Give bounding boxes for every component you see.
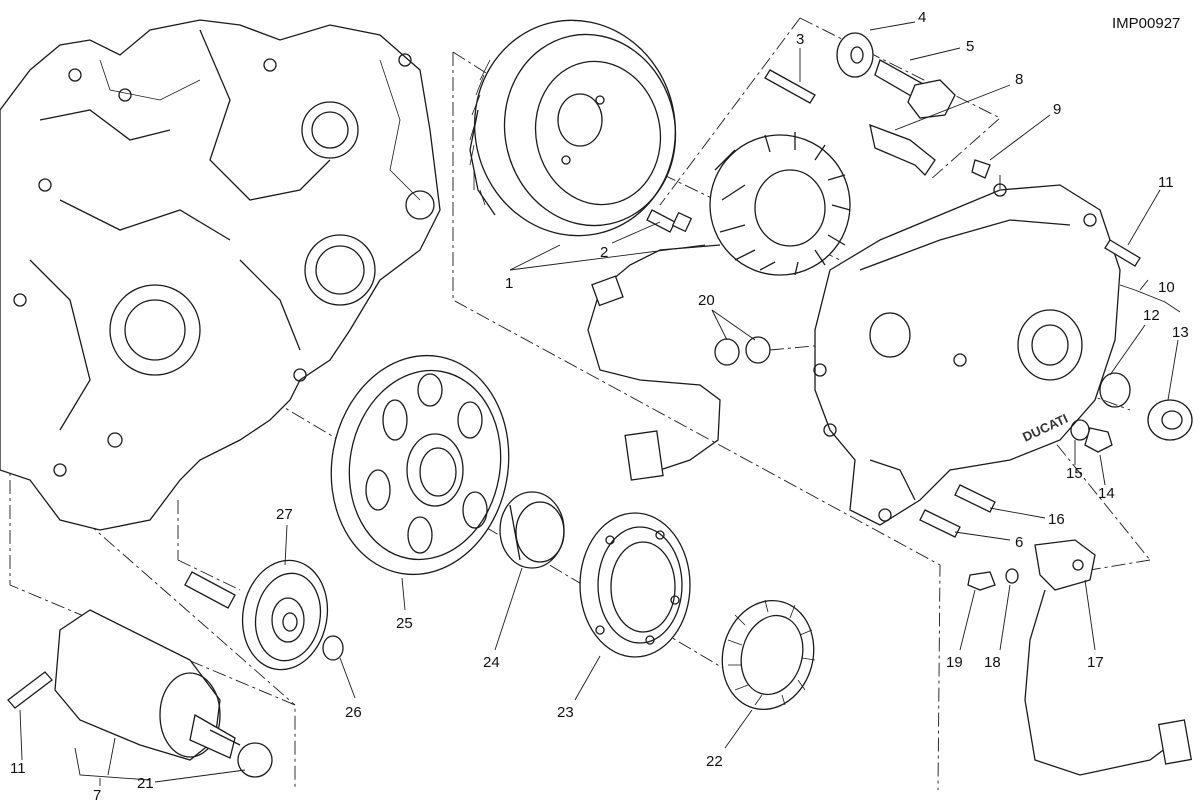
starter-gear-25 bbox=[330, 354, 510, 576]
callout-5: 5 bbox=[966, 38, 974, 55]
callout-26: 26 bbox=[345, 704, 362, 721]
callout-19: 19 bbox=[946, 654, 963, 671]
flywheel-rotor bbox=[469, 19, 677, 237]
pickup-sensor bbox=[967, 539, 1193, 776]
callout-25: 25 bbox=[396, 615, 413, 632]
callout-15: 15 bbox=[1066, 465, 1083, 482]
generator-cover: DUCATI bbox=[813, 183, 1121, 526]
clutch-housing-23 bbox=[579, 512, 691, 658]
callout-labels: 1 2 3 4 5 6 7 8 9 10 11 11 12 13 14 15 1… bbox=[10, 9, 1189, 804]
stator bbox=[709, 69, 851, 276]
o-rings bbox=[714, 336, 771, 366]
callout-22: 22 bbox=[706, 753, 723, 770]
small-hardware-top bbox=[836, 32, 991, 179]
callout-12: 12 bbox=[1143, 307, 1160, 324]
sprag-clutch-22 bbox=[721, 599, 816, 711]
starter-motor-7 bbox=[7, 609, 273, 778]
callout-6: 6 bbox=[1015, 534, 1023, 551]
callout-11-cover: 11 bbox=[1158, 174, 1174, 191]
callout-14: 14 bbox=[1098, 485, 1115, 502]
callout-8: 8 bbox=[1015, 71, 1023, 88]
bushing-24 bbox=[499, 491, 565, 569]
callout-7: 7 bbox=[93, 787, 101, 804]
stator-wiring bbox=[587, 244, 721, 481]
leader-lines bbox=[19, 21, 1181, 786]
callout-1: 1 bbox=[505, 275, 513, 292]
callout-13: 13 bbox=[1172, 324, 1189, 341]
callout-27: 27 bbox=[276, 506, 293, 523]
callout-18: 18 bbox=[984, 654, 1001, 671]
callout-9: 9 bbox=[1053, 101, 1061, 118]
engine-crankcase bbox=[0, 19, 441, 531]
callout-23: 23 bbox=[557, 704, 574, 721]
cover-hardware bbox=[919, 239, 1193, 538]
callout-21: 21 bbox=[137, 775, 154, 792]
callout-16: 16 bbox=[1048, 511, 1065, 528]
idler-gear-27 bbox=[184, 559, 344, 671]
callout-17: 17 bbox=[1087, 654, 1104, 671]
callout-11-starter: 11 bbox=[10, 760, 26, 777]
callout-3: 3 bbox=[796, 31, 804, 48]
reference-code: IMP00927 bbox=[1112, 15, 1180, 32]
callout-24: 24 bbox=[483, 654, 500, 671]
callout-10: 10 bbox=[1158, 279, 1175, 296]
callout-20: 20 bbox=[698, 292, 715, 309]
callout-2: 2 bbox=[600, 244, 608, 261]
rotor-screw bbox=[646, 209, 693, 233]
callout-4: 4 bbox=[918, 9, 926, 26]
